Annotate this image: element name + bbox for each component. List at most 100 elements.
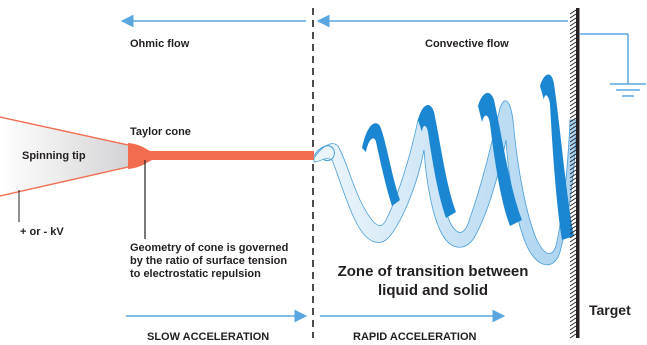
target-hatch-line	[569, 81, 577, 87]
target-hatch-line	[569, 9, 577, 15]
whipping-spiral	[313, 74, 578, 266]
target-hatch-line	[569, 225, 577, 231]
target-hatch-line	[569, 85, 577, 91]
target-hatch-line	[569, 57, 577, 63]
target-hatch-line	[569, 133, 577, 139]
target-hatch-line	[569, 113, 577, 119]
target-hatch-line	[569, 117, 577, 123]
target-hatch-line	[569, 333, 577, 339]
target-hatch-line	[569, 277, 577, 283]
target-hatch-line	[569, 285, 577, 291]
target-hatch-line	[569, 45, 577, 51]
target-hatch-line	[569, 281, 577, 287]
target-hatch-line	[569, 261, 577, 267]
target-hatch-line	[569, 101, 577, 107]
target-hatch-line	[569, 49, 577, 55]
spinning-tip-label: Spinning tip	[22, 150, 86, 162]
target-hatch-line	[569, 229, 577, 235]
spiral-loop-3	[478, 92, 522, 226]
slow-acceleration-label: SLOW ACCELERATION	[147, 331, 270, 343]
target-hatch-line	[569, 185, 577, 191]
target-hatch-line	[569, 217, 577, 223]
target-hatch-line	[569, 153, 577, 159]
target-hatch-line	[569, 141, 577, 147]
target-hatch-line	[569, 253, 577, 259]
target-hatch-line	[569, 237, 577, 243]
target-hatch-line	[569, 149, 577, 155]
spinning-tip	[0, 117, 128, 196]
target-hatch-line	[569, 197, 577, 203]
target-hatch-line	[569, 273, 577, 279]
target-hatch-line	[569, 205, 577, 211]
transition-zone-label: Zone of transition between liquid and so…	[337, 263, 529, 299]
target-hatch-line	[569, 129, 577, 135]
target-hatch-line	[569, 209, 577, 215]
target-hatch-line	[569, 313, 577, 319]
target-hatch-line	[569, 189, 577, 195]
ground-symbol	[580, 33, 646, 97]
target-hatch-line	[569, 17, 577, 23]
target-hatch-line	[569, 25, 577, 31]
target-hatch-line	[569, 257, 577, 263]
target-hatch-line	[569, 145, 577, 151]
target-hatch-line	[569, 137, 577, 143]
target-hatch-line	[569, 65, 577, 71]
target-hatch-line	[569, 69, 577, 75]
target-hatch-line	[569, 305, 577, 311]
target-hatch-line	[569, 125, 577, 131]
target-hatch-line	[569, 249, 577, 255]
target-hatch-line	[569, 321, 577, 327]
spiral-loop-4	[540, 74, 574, 240]
target-hatch-line	[569, 297, 577, 303]
target-hatch-line	[569, 89, 577, 95]
target-hatch-line	[569, 221, 577, 227]
target-hatch-line	[569, 265, 577, 271]
target-hatch-line	[569, 289, 577, 295]
target-hatch-line	[569, 33, 577, 39]
target-hatch-line	[569, 325, 577, 331]
voltage-label: + or - kV	[20, 226, 64, 238]
taylor-cone-label: Taylor cone	[130, 126, 191, 138]
target-hatch-line	[569, 301, 577, 307]
target-hatch-line	[569, 93, 577, 99]
spiral-loop-2	[418, 105, 456, 218]
target-hatch-line	[569, 169, 577, 175]
target-hatch-line	[569, 109, 577, 115]
target-hatch-line	[569, 41, 577, 47]
target-hatch-line	[569, 213, 577, 219]
target-hatch-line	[569, 201, 577, 207]
target-hatch-line	[569, 233, 577, 239]
convective-flow-label: Convective flow	[425, 38, 509, 50]
target-hatch-line	[569, 269, 577, 275]
target-hatch-line	[569, 173, 577, 179]
spinning-tip-bottom-edge	[0, 166, 129, 197]
spiral-start-curl	[313, 145, 335, 161]
target-label: Target	[589, 302, 631, 318]
target-hatch-line	[569, 21, 577, 27]
target-hatch-line	[569, 29, 577, 35]
target-hatch-line	[569, 293, 577, 299]
target-hatch-line	[569, 105, 577, 111]
target-hatch-line	[569, 317, 577, 323]
target-hatch-line	[569, 329, 577, 335]
target-hatch-line	[569, 161, 577, 167]
target-hatch-line	[569, 61, 577, 67]
target-hatch-line	[569, 181, 577, 187]
cone-geometry-label: Geometry of cone is governed by the rati…	[130, 242, 289, 280]
target-hatch-line	[569, 245, 577, 251]
liquid-jet	[150, 151, 314, 160]
target-hatch-line	[569, 177, 577, 183]
target-hatch-line	[569, 37, 577, 43]
target-hatch-line	[569, 165, 577, 171]
target-hatch-line	[569, 13, 577, 19]
target-hatch-line	[569, 241, 577, 247]
spinning-tip-top-edge	[0, 116, 129, 146]
target-hatch-line	[569, 77, 577, 83]
target-hatch-line	[569, 309, 577, 315]
target-hatch-line	[569, 53, 577, 59]
target-hatch-line	[569, 97, 577, 103]
target-hatch-line	[569, 193, 577, 199]
target-hatch-line	[569, 157, 577, 163]
